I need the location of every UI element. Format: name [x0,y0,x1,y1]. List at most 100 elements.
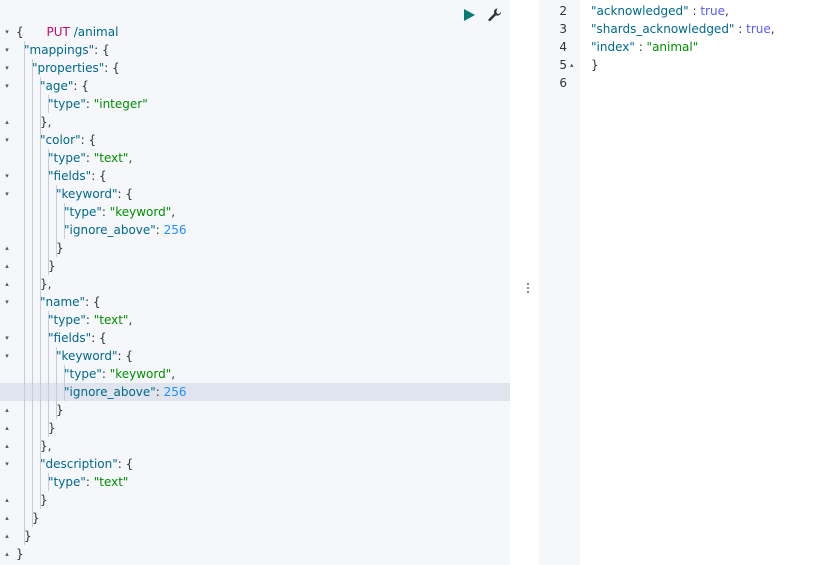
code-token: } [48,259,56,273]
request-line[interactable]: PUT /animal [0,5,510,39]
code-token: , [128,313,133,327]
indent-guide [32,221,33,239]
indent-guide [40,149,41,167]
code-line[interactable]: }, [0,275,510,293]
code-line[interactable]: "type": "text", [0,149,510,167]
indent-guide [24,347,25,365]
code-line[interactable]: "keyword": { [0,347,510,365]
code-token: : [85,151,94,165]
wrench-icon[interactable] [487,7,503,23]
code-line[interactable]: } [0,257,510,275]
code-line[interactable]: "fields": { [0,167,510,185]
code-token: "mappings" [24,43,95,57]
response-line-number: 5 [559,58,567,72]
indent-guide [40,185,41,203]
code-line[interactable]: "keyword": { [0,185,510,203]
code-line[interactable]: { [0,23,510,41]
fold-collapse-icon[interactable]: ▾ [5,64,9,72]
code-token: : { [85,295,101,309]
code-text: "description": { [40,455,133,473]
drag-handle-icon[interactable] [527,283,531,297]
fold-expand-icon[interactable]: ▴ [5,514,9,522]
code-line[interactable]: } [0,419,510,437]
indent-guide [48,257,49,275]
code-text: "type": "text" [48,473,128,491]
pane-resizer[interactable] [519,0,539,565]
code-token: "text" [93,313,129,327]
fold-expand-icon[interactable]: ▴ [5,496,9,504]
code-line[interactable]: "type": "text" [0,473,510,491]
code-line[interactable]: }, [0,437,510,455]
code-token: "color" [40,133,81,147]
code-line[interactable]: "description": { [0,455,510,473]
fold-expand-icon[interactable]: ▴ [5,532,9,540]
code-line[interactable]: "ignore_above": 256 [0,383,510,401]
code-line[interactable]: "color": { [0,131,510,149]
code-line[interactable]: "type": "keyword", [0,203,510,221]
request-editor[interactable]: ▾▾▾▾▴▾▾▾▴▴▴▾▾▾▴▴▴▾▴▴▴▴ PUT /animal {"map… [0,0,510,565]
code-line[interactable]: "properties": { [0,59,510,77]
indent-guide [24,149,25,167]
code-token: "ignore_above" [64,223,156,237]
code-token: "type" [48,313,86,327]
code-line[interactable]: } [0,491,510,509]
response-line: "index" : "animal" [591,38,698,56]
code-line[interactable]: "type": "integer" [0,95,510,113]
fold-expand-icon[interactable]: ▴ [5,280,9,288]
code-text: }, [40,275,51,293]
fold-expand-icon[interactable]: ▴ [570,61,574,69]
fold-expand-icon[interactable]: ▴ [5,244,9,252]
code-token: : [85,313,94,327]
code-token: , [128,151,133,165]
run-icon[interactable] [462,8,476,22]
code-line[interactable]: } [0,239,510,257]
indent-guide [24,203,25,221]
code-text: } [48,419,56,437]
fold-collapse-icon[interactable]: ▾ [5,172,9,180]
code-line[interactable]: "type": "text", [0,311,510,329]
code-line[interactable]: "age": { [0,77,510,95]
code-text: "type": "keyword", [64,365,175,383]
fold-collapse-icon[interactable]: ▾ [5,136,9,144]
code-token: : [85,97,94,111]
code-line[interactable]: "ignore_above": 256 [0,221,510,239]
indent-guide [40,419,41,437]
code-text: "mappings": { [24,41,110,59]
code-line[interactable]: }, [0,113,510,131]
code-line[interactable]: } [0,509,510,527]
indent-guide [32,149,33,167]
fold-collapse-icon[interactable]: ▾ [5,352,9,360]
fold-expand-icon[interactable]: ▴ [5,442,9,450]
fold-collapse-icon[interactable]: ▾ [5,190,9,198]
fold-expand-icon[interactable]: ▴ [5,406,9,414]
code-line[interactable]: "type": "keyword", [0,365,510,383]
code-line[interactable]: } [0,545,510,563]
code-token: : { [73,79,89,93]
code-line[interactable]: "fields": { [0,329,510,347]
indent-guide [40,365,41,383]
fold-expand-icon[interactable]: ▴ [5,262,9,270]
indent-guide [32,59,33,77]
indent-guide [40,437,41,455]
indent-guide [32,401,33,419]
code-line[interactable]: } [0,401,510,419]
fold-collapse-icon[interactable]: ▾ [5,460,9,468]
fold-collapse-icon[interactable]: ▾ [5,298,9,306]
code-line[interactable]: "name": { [0,293,510,311]
indent-guide [40,311,41,329]
fold-collapse-icon[interactable]: ▾ [5,28,9,36]
indent-guide [40,257,41,275]
code-text: "ignore_above": 256 [64,221,187,239]
fold-collapse-icon[interactable]: ▾ [5,334,9,342]
fold-collapse-icon[interactable]: ▾ [5,82,9,90]
code-line[interactable]: "mappings": { [0,41,510,59]
fold-expand-icon[interactable]: ▴ [5,424,9,432]
indent-guide [40,95,41,113]
fold-collapse-icon[interactable]: ▾ [5,46,9,54]
fold-expand-icon[interactable]: ▴ [5,118,9,126]
fold-expand-icon[interactable]: ▴ [5,550,9,558]
indent-guide [24,383,25,401]
code-line[interactable]: } [0,527,510,545]
indent-guide [40,239,41,257]
